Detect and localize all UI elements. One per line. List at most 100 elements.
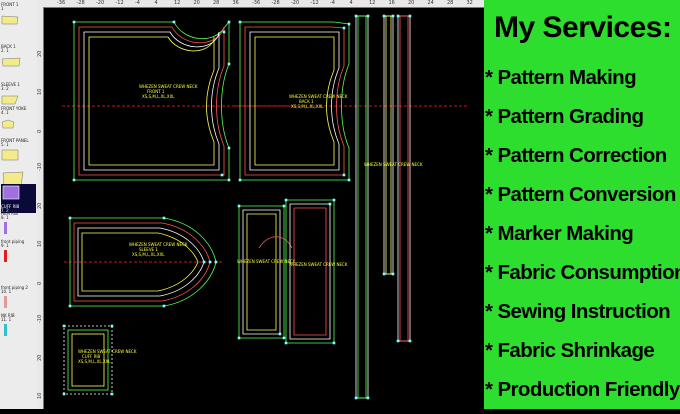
grade-point [408, 339, 412, 343]
panel-piece-title: WHEZEN SWEAT CREW NECK [289, 262, 348, 267]
grade-point [328, 202, 332, 206]
sleeve-piece-name: SLEEVE 1 [139, 247, 158, 252]
strip-piece-title: WHEZEN SWEAT CREW NECK [364, 162, 423, 167]
grade-point [342, 26, 346, 30]
piece-thumbnail-icon [1, 148, 36, 166]
piece-count: 1 [1, 6, 4, 11]
grade-point [222, 30, 226, 34]
piece-name: HEM RIB [1, 211, 18, 216]
piece-count: 9. 1 [1, 243, 9, 248]
grade-point [68, 216, 72, 220]
ruler-tick-label: 16 [388, 0, 395, 6]
grade-point [332, 198, 336, 202]
service-item: * Pattern Grading [485, 105, 644, 128]
ruler-tick-label: 20 [37, 50, 43, 57]
front-piece-name: FRONT 1 [147, 89, 165, 94]
piece-name: front piping 2 [1, 285, 28, 290]
cuff-rib-pattern-piece[interactable]: WHEZEN SWEAT CREW NECK CUFF RIB XS,S,M,L… [63, 325, 137, 395]
piece-thumbnail-icon [1, 116, 36, 134]
grade-point [237, 204, 241, 208]
service-item: * Pattern Correction [485, 144, 667, 167]
grade-point [278, 332, 282, 336]
piece-name: BACK 1 [1, 44, 16, 49]
services-panel: My Services: * Pattern Making* Pattern G… [484, 0, 680, 409]
service-item: * Fabric Shrinkage [485, 339, 655, 362]
sleeve-piece-sizes: XS,S,M,L,XL,XXL [132, 252, 165, 257]
back-pattern-piece[interactable]: WHEZEN SWEAT CREW NECK BACK 1 XS,S,M,L,X… [239, 21, 350, 181]
services-list: * Pattern Making* Pattern Grading* Patte… [484, 58, 680, 409]
ruler-tick-label: 0 [37, 129, 43, 133]
piece-count: 2. 1 [1, 48, 9, 53]
grade-point [110, 324, 114, 328]
grade-point [408, 14, 412, 18]
grade-point [227, 146, 231, 150]
cuff-piece-name: CUFF RIB [82, 354, 101, 359]
ruler-tick-label: -36 [252, 0, 261, 6]
front-piece-title: WHEZEN SWEAT CREW NECK [139, 84, 198, 89]
back-piece-name: BACK 1 [299, 99, 314, 104]
grade-point [282, 336, 286, 340]
pattern-canvas[interactable]: WHEZEN SWEAT CREW NECK FRONT 1 XS,S,M,L,… [44, 8, 484, 409]
grade-point [238, 20, 242, 24]
piece-thumbnail-icon [1, 12, 36, 30]
grade-point [162, 216, 166, 220]
front-pattern-piece[interactable]: WHEZEN SWEAT CREW NECK FRONT 1 XS,S,M,L,… [73, 20, 230, 181]
service-item: * Fabric Consumption [485, 261, 680, 284]
piece-count: 7. 2 [1, 208, 9, 213]
rib-strip-pieces[interactable]: WHEZEN SWEAT CREW NECK [355, 15, 423, 399]
ruler-tick-label: 10 [37, 88, 43, 95]
grade-point [342, 173, 346, 177]
piece-count: 8. 1 [1, 215, 9, 220]
ruler-tick-label: -28 [76, 0, 85, 6]
cuff-piece-title: WHEZEN SWEAT CREW NECK [78, 349, 137, 354]
piece-name: FRONT PANEL [1, 138, 29, 143]
ruler-tick-label: 4 [349, 0, 353, 6]
ruler-tick-label: -12 [115, 0, 124, 6]
ruler-tick-label: -28 [271, 0, 280, 6]
ruler-tick-label: 24 [427, 0, 434, 6]
grade-point [396, 339, 400, 343]
front-yoke-pattern-piece[interactable]: WHEZEN SWEAT CREW NECK [237, 205, 296, 339]
piece-count: 3. 2 [1, 86, 9, 91]
ruler-tick-label: 10 [37, 392, 43, 399]
ruler-tick-label: -4 [135, 0, 140, 6]
piece-thumbnail-icon [1, 249, 36, 267]
piece-thumbnail-icon [1, 221, 36, 239]
grade-point [162, 304, 166, 308]
pattern-drawing[interactable]: WHEZEN SWEAT CREW NECK FRONT 1 XS,S,M,L,… [44, 8, 484, 409]
piece-count: 10. 1 [1, 289, 12, 294]
front-panel-pattern-piece[interactable]: WHEZEN SWEAT CREW NECK [285, 199, 348, 344]
grade-point [347, 22, 351, 26]
yoke-piece-title: WHEZEN SWEAT CREW NECK [237, 259, 296, 264]
ruler-tick-label: -12 [310, 0, 319, 6]
grade-point [227, 20, 231, 24]
piece-name: FRONT 1 [1, 2, 19, 7]
piece-count: 5. 1 [1, 142, 9, 147]
grade-point [391, 272, 395, 276]
grade-point [284, 341, 288, 345]
piece-name: CUFF RIB [1, 204, 20, 209]
grade-point [237, 336, 241, 340]
grade-point [227, 62, 231, 66]
piece-thumbnail-icon [1, 295, 36, 313]
ruler-tick-label: 36 [232, 0, 239, 6]
grade-point [220, 173, 224, 177]
grade-point [282, 204, 286, 208]
services-title: My Services: [494, 11, 672, 44]
grade-point [366, 14, 370, 18]
piece-count: 4. 1 [1, 110, 9, 115]
ruler-tick-label: 20 [37, 202, 43, 209]
